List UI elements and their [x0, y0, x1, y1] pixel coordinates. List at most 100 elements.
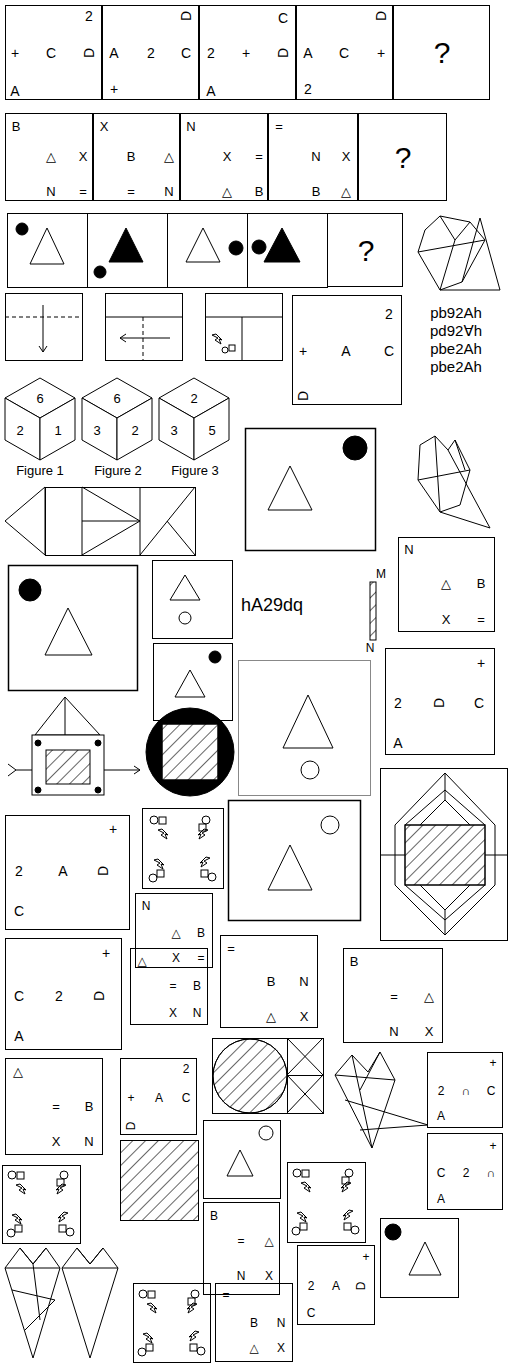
panel-symbol: 2 — [308, 1280, 315, 1292]
panel-symbol: = — [222, 1289, 229, 1301]
cube — [194, 398, 229, 460]
puzzle-panel: 2+ACD — [120, 1058, 197, 1135]
panel-symbol: D — [82, 48, 96, 58]
panel-symbol: 1 — [54, 424, 61, 437]
panel-symbol: 3 — [93, 424, 100, 437]
house-figure — [65, 697, 66, 735]
panel-symbol: B — [350, 955, 359, 968]
circle-square-figure — [121, 1038, 324, 1221]
panel-symbol: B — [85, 1100, 94, 1113]
panel-symbol: A — [109, 46, 118, 60]
panel-symbol: C — [307, 1307, 316, 1319]
paper-fold — [242, 317, 243, 360]
panel-symbol: A — [155, 1092, 163, 1104]
panel-symbol: + — [127, 1092, 134, 1104]
paper-fold — [206, 294, 283, 361]
mirrored-text: pbe2Ah — [430, 359, 482, 374]
panel-symbol: D — [276, 48, 290, 58]
panel-symbol: △ — [46, 150, 56, 163]
triangle-and-circle — [385, 1224, 401, 1240]
panel-symbol: + — [11, 46, 19, 60]
puzzle-panel: △=BXN — [5, 1058, 103, 1155]
paper-fold — [229, 345, 235, 351]
panel-symbol: N — [311, 150, 320, 163]
line-figure — [418, 436, 490, 528]
panel-symbol: N — [277, 1317, 286, 1329]
puzzle-panel: B=△NX — [343, 948, 443, 1043]
panel-symbol: 2 — [55, 989, 63, 1003]
puzzle-panel: +2ADC — [297, 1245, 375, 1325]
puzzle-panel: ? — [358, 113, 447, 201]
paper-fold — [6, 294, 83, 361]
panel-symbol: X — [342, 150, 351, 163]
panel-symbol: + — [489, 1140, 496, 1152]
panel-symbol: = — [390, 990, 398, 1003]
panel-symbol: B — [127, 150, 136, 163]
triangle-and-circle — [381, 1219, 459, 1298]
panel-symbol: = — [237, 1235, 244, 1247]
panel-symbol: ? — [395, 143, 412, 173]
panel-symbol: 3 — [170, 424, 177, 437]
panel-symbol: A — [206, 84, 215, 98]
dot-and-triangle — [9, 561, 371, 796]
panel-symbol: B — [255, 185, 264, 198]
ruler-end-label: N — [366, 642, 375, 654]
panel-symbol: C — [437, 1167, 446, 1179]
house-figure — [35, 740, 41, 746]
hexagon-figure — [381, 769, 508, 941]
panel-symbol: B — [193, 980, 201, 992]
cube — [5, 398, 40, 460]
panel-symbol: △ — [341, 185, 351, 198]
house-figure — [35, 787, 41, 793]
hexagon-figure — [405, 825, 485, 885]
panel-symbol: C — [339, 46, 349, 60]
panel-symbol: ? — [434, 38, 451, 68]
house-figure — [162, 724, 218, 780]
panel-symbol: A — [14, 1029, 23, 1043]
arrow-figure — [5, 487, 196, 556]
panel-symbol: 2 — [394, 696, 402, 710]
puzzle-panel: XB△=N — [93, 113, 180, 201]
dot-and-triangle — [264, 228, 300, 262]
panel-symbol: N — [142, 900, 151, 912]
puzzle-panel: +2ADC — [5, 815, 130, 930]
dot-and-triangle — [30, 228, 64, 264]
triangle-and-circle — [204, 1121, 281, 1199]
panel-symbol: A — [393, 736, 402, 750]
panel-symbol: + — [242, 46, 250, 60]
triangle-and-circle — [229, 801, 361, 921]
triangle-and-circle — [409, 1242, 441, 1275]
house-figure — [146, 708, 234, 796]
row-three-panels — [88, 214, 168, 288]
paper-fold — [222, 347, 228, 353]
panel-symbol: N — [389, 1025, 398, 1038]
panel-symbol: B — [267, 975, 276, 988]
panel-symbol: X — [223, 150, 232, 163]
puzzle-panel: DAC+2 — [296, 5, 393, 100]
puzzle-panel: =BN△X — [220, 935, 318, 1028]
dot-and-triangle — [175, 670, 205, 697]
dot-and-triangle — [94, 266, 106, 278]
paper-fold — [5, 294, 283, 361]
mirrored-text: pd92∀h — [430, 323, 482, 338]
house-figure — [162, 724, 218, 780]
panel-symbol: = — [79, 185, 87, 198]
panel-symbol: A — [10, 84, 19, 98]
cube: 235 — [159, 378, 229, 460]
dot-and-triangle — [153, 561, 233, 639]
panel-symbol: B — [12, 120, 21, 133]
dot-and-triangle — [239, 661, 371, 796]
house-figure — [8, 764, 140, 776]
dot-and-triangle — [45, 608, 92, 655]
puzzle-panel: C2+DA — [199, 5, 296, 100]
triangle-and-circle — [259, 1126, 273, 1140]
dot-and-triangle — [179, 612, 191, 624]
flash-panel — [134, 1284, 211, 1363]
flash-panel — [138, 1290, 205, 1356]
panel-symbol: N — [164, 185, 173, 198]
dot-and-triangle — [19, 579, 41, 601]
panel-symbol: + — [299, 344, 307, 358]
flash-panel — [288, 1163, 366, 1243]
panel-symbol: △ — [137, 955, 146, 967]
